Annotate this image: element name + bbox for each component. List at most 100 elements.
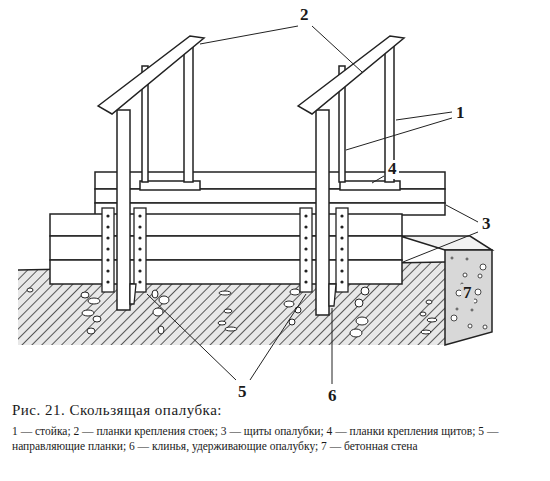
illustration-stroke <box>117 110 130 310</box>
illustration-stroke <box>312 26 362 72</box>
illustration-stroke <box>372 176 384 183</box>
pebble <box>361 287 369 295</box>
aggregate-dot <box>473 299 477 303</box>
pebble <box>225 327 237 331</box>
aggregate-dot <box>463 273 467 277</box>
aggregate-dot <box>478 274 482 278</box>
illustration-stroke <box>298 36 404 114</box>
pebble <box>350 329 362 337</box>
pebble <box>88 298 100 304</box>
hole <box>106 280 109 283</box>
illustration-stroke <box>316 110 329 315</box>
illustration-stroke <box>300 208 312 292</box>
pebble <box>87 328 95 334</box>
pebble <box>93 316 101 322</box>
guide-planks <box>102 208 348 292</box>
pebble <box>27 288 33 292</box>
illustration-stroke <box>95 203 445 215</box>
pebble <box>159 296 169 304</box>
hole <box>340 258 343 261</box>
hole <box>106 214 109 217</box>
aggregate-dot <box>480 264 486 270</box>
illustration-stroke <box>134 208 146 292</box>
hole <box>340 214 343 217</box>
illustration-stroke <box>95 189 445 203</box>
hole <box>340 225 343 228</box>
illustration-stroke <box>403 232 478 262</box>
hole <box>138 247 141 250</box>
hole <box>106 225 109 228</box>
callout-number: 1 <box>454 104 467 123</box>
aggregate-dot <box>475 289 481 295</box>
caption-legend-text: 1 — стойка; 2 — планки крепления стоек; … <box>12 424 538 454</box>
illustration-stroke <box>200 26 298 44</box>
guide-plank-holes <box>106 214 343 283</box>
hole <box>138 269 141 272</box>
pebble <box>421 330 431 334</box>
hole <box>138 280 141 283</box>
hole <box>340 280 343 283</box>
callout-number: 3 <box>480 215 493 234</box>
illustration-stroke <box>332 308 333 384</box>
hole <box>106 269 109 272</box>
illustration-stroke <box>27 287 437 337</box>
aggregate-dot <box>451 315 457 321</box>
pebble <box>356 317 368 325</box>
hole <box>304 258 307 261</box>
callout-number: 6 <box>326 387 339 406</box>
hole <box>106 247 109 250</box>
illustration-stroke <box>102 208 114 292</box>
illustration-stroke <box>400 236 492 250</box>
pebble <box>426 300 432 304</box>
figure-caption: Рис. 21. Скользящая опалубка: <box>12 402 222 419</box>
callout-number: 5 <box>236 383 249 402</box>
illustration-stroke <box>250 294 306 380</box>
hole <box>340 269 343 272</box>
aggregate-dot <box>456 308 458 310</box>
pebble <box>289 319 295 325</box>
hole <box>106 236 109 239</box>
illustration-stroke <box>98 36 204 114</box>
hole <box>304 236 307 239</box>
hole <box>138 225 141 228</box>
hole <box>304 225 307 228</box>
illustration-stroke <box>445 250 492 345</box>
illustration-stroke <box>336 208 348 292</box>
hole <box>304 280 307 283</box>
callout-number: 7 <box>461 284 474 303</box>
concrete-wall <box>18 236 492 345</box>
hole <box>138 236 141 239</box>
aggregate-dot <box>451 257 453 259</box>
illustration-stroke <box>446 205 478 222</box>
callout-number: 4 <box>386 160 399 179</box>
pebble <box>355 299 363 307</box>
hole <box>138 214 141 217</box>
hole <box>138 258 141 261</box>
illustration-stroke <box>130 284 136 304</box>
illustration-stroke <box>184 42 193 182</box>
shield-fastening-planks <box>140 181 400 190</box>
pebble <box>420 312 426 316</box>
pebble <box>290 289 300 295</box>
hole <box>304 247 307 250</box>
pebble <box>219 291 231 295</box>
post-fastening-planks <box>98 36 404 114</box>
illustration-stroke <box>451 257 487 329</box>
hole <box>340 236 343 239</box>
hole <box>304 269 307 272</box>
pebble <box>224 309 232 313</box>
aggregate-dot <box>471 309 473 311</box>
hole <box>304 214 307 217</box>
front-posts <box>117 110 329 315</box>
hole <box>106 258 109 261</box>
illustration-stroke <box>329 284 336 306</box>
pebble <box>153 308 163 316</box>
pebble <box>81 292 89 298</box>
pebble <box>158 326 164 334</box>
aggregate-dot <box>466 258 468 260</box>
pebble <box>218 321 226 325</box>
leader-lines <box>147 26 478 384</box>
illustration-stroke <box>346 118 452 150</box>
hole <box>340 247 343 250</box>
